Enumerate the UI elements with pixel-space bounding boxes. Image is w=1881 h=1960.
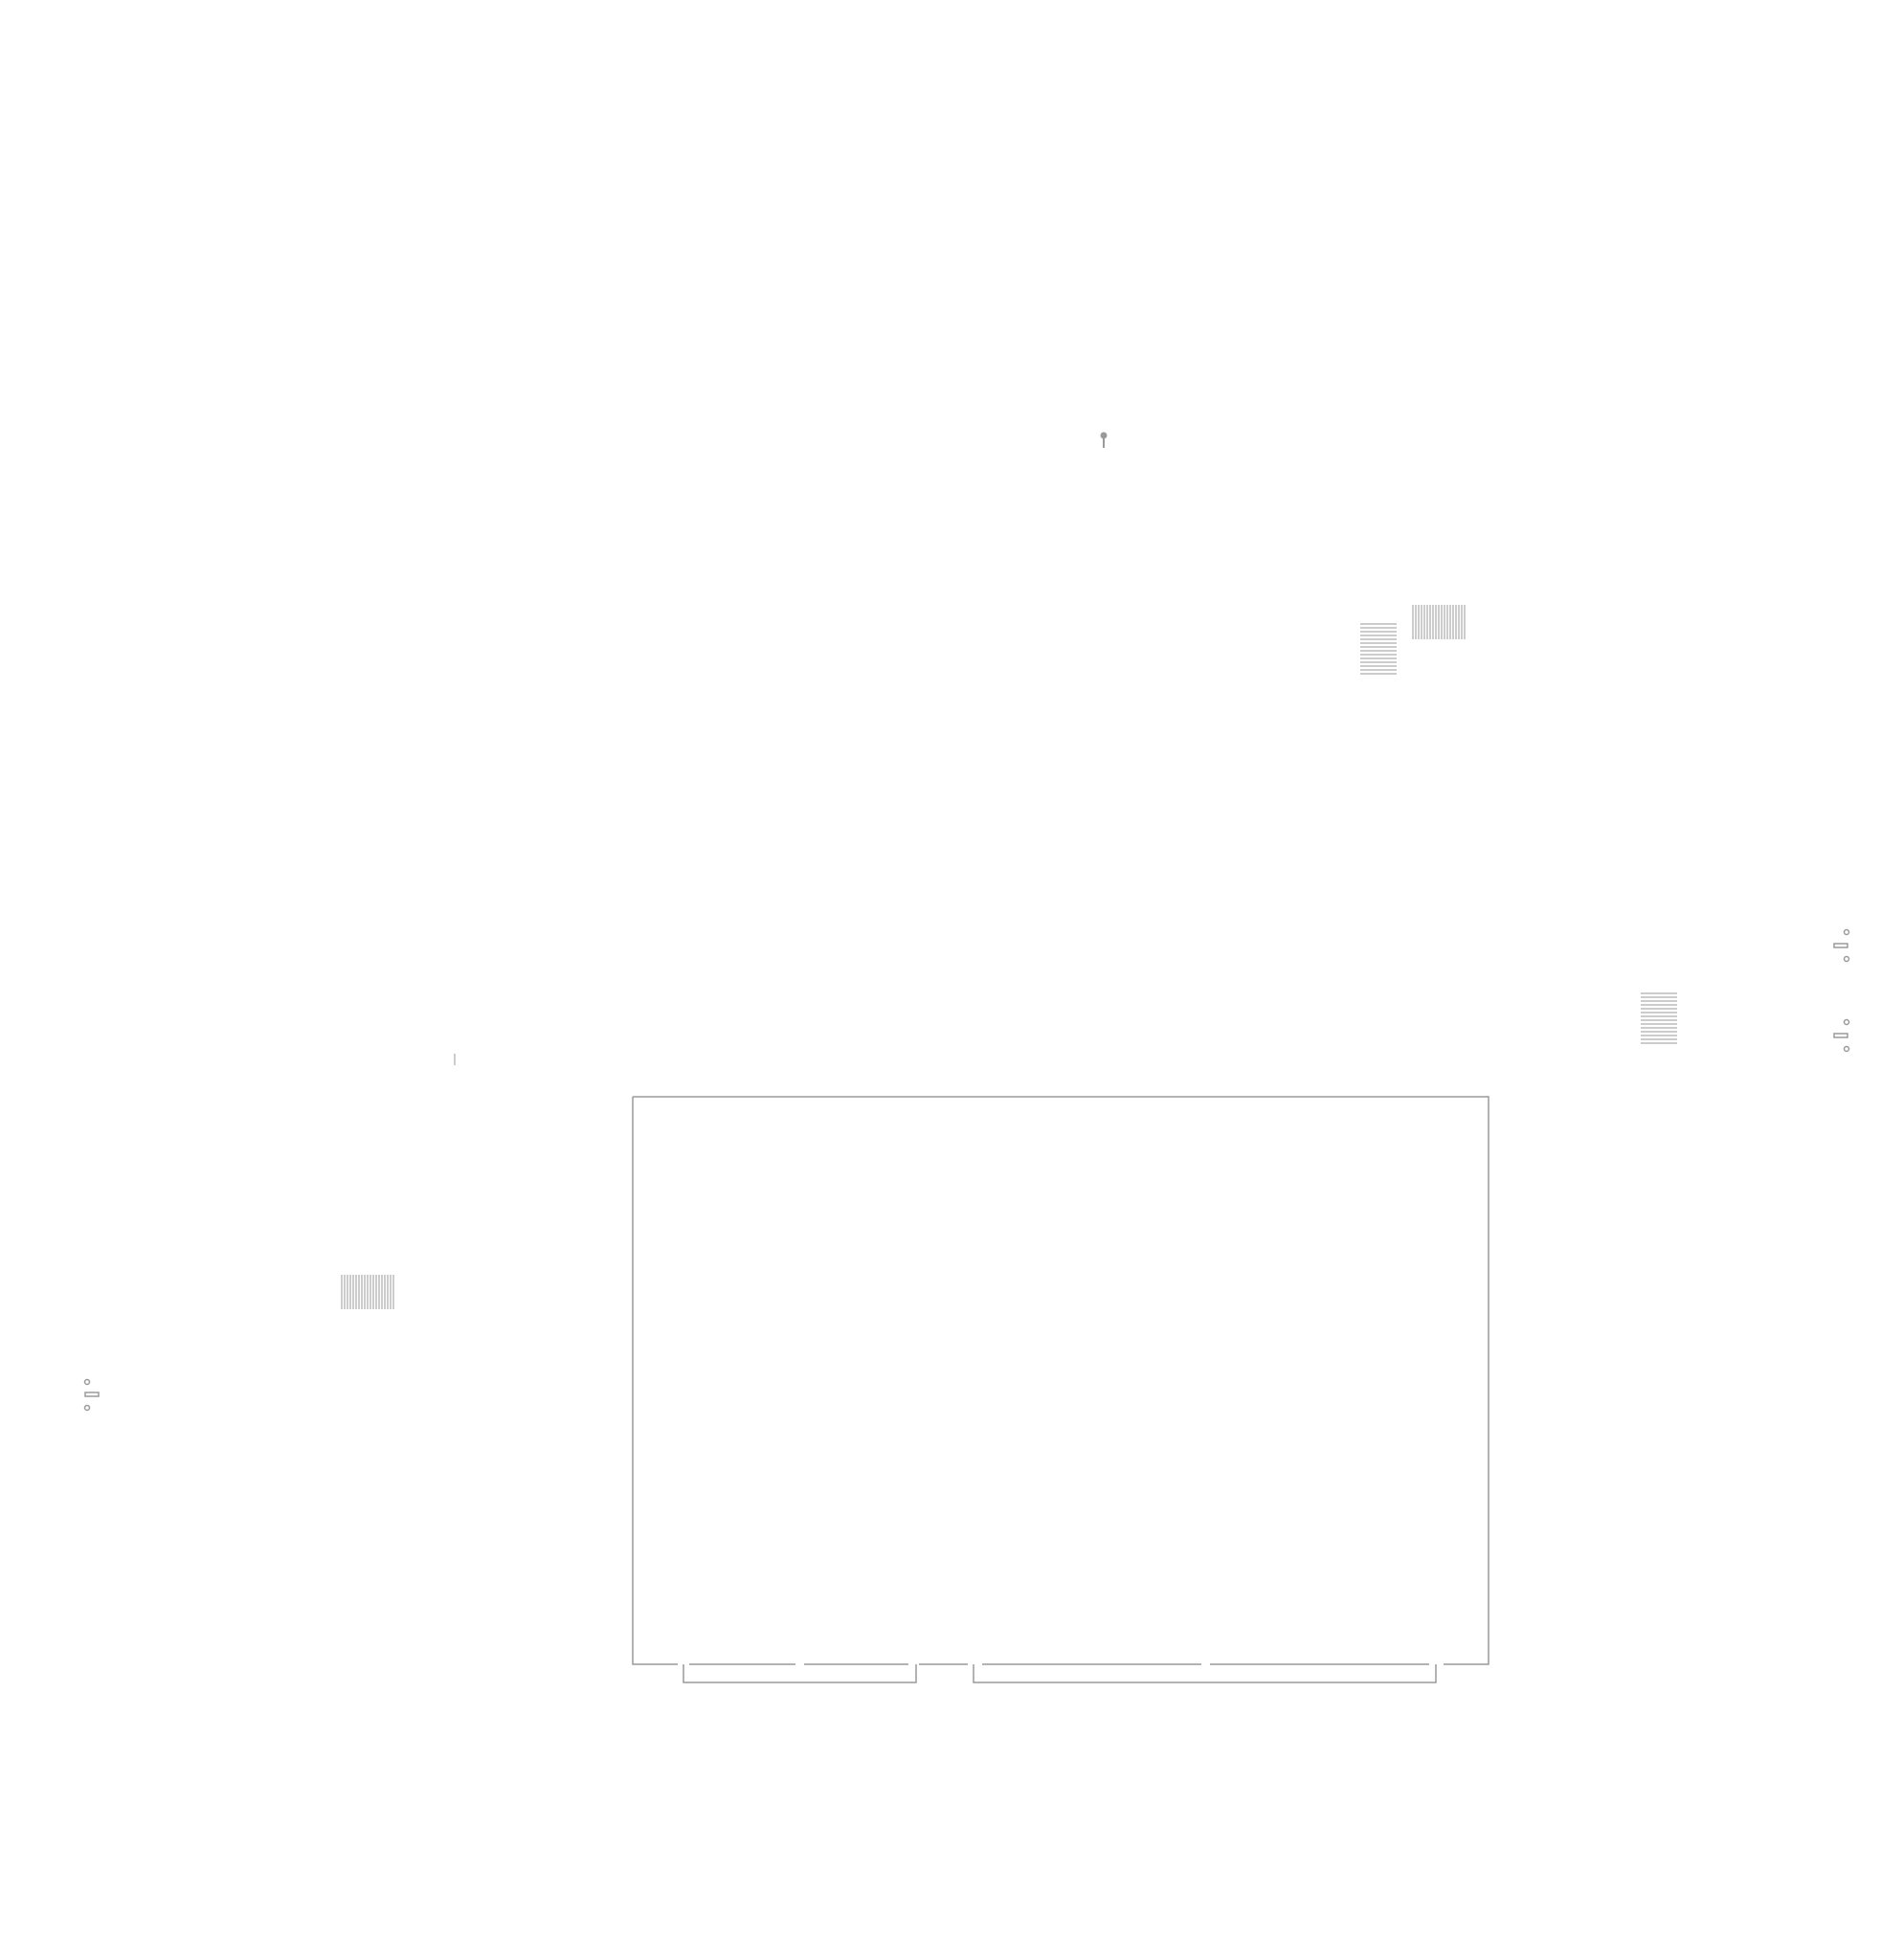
pin-marker <box>1100 432 1108 448</box>
vertical-hatch-block-lower <box>341 1275 394 1309</box>
edge-connector-tab-left <box>683 1664 917 1683</box>
main-board-outline <box>632 1096 1489 1665</box>
resistor-symbol-right-1 <box>1833 928 1850 963</box>
vertical-hatch-block-upper <box>1412 605 1466 639</box>
edge-connector-tab-right <box>973 1664 1437 1683</box>
resistor-symbol-left <box>83 1378 100 1412</box>
resistor-symbol-right-2 <box>1833 1018 1850 1053</box>
horizontal-hatch-block-upper <box>1360 623 1397 675</box>
horizontal-hatch-block-right <box>1641 992 1677 1044</box>
